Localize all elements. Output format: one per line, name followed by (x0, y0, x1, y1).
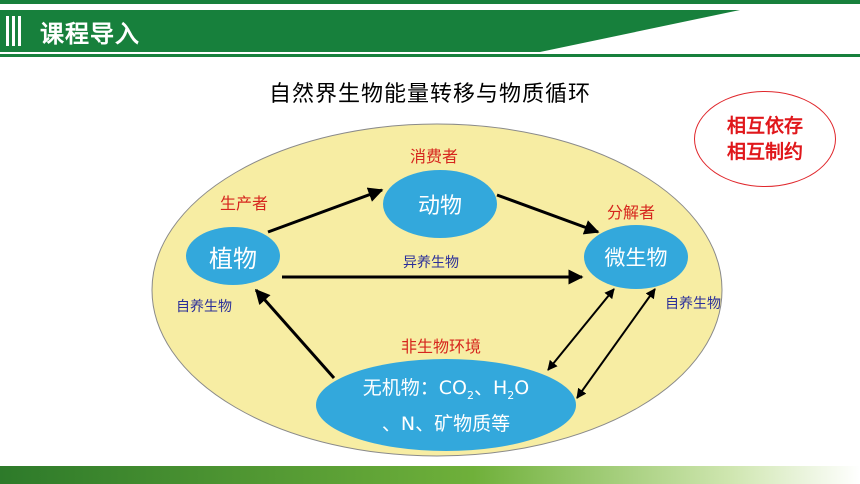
node-animal: 动物 (383, 170, 497, 238)
node-plant-label: 植物 (209, 244, 257, 273)
note-line2: 相互制约 (726, 141, 803, 163)
role-environment: 非生物环境 (401, 337, 482, 356)
edge-label-heterotroph: 异养生物 (403, 255, 459, 271)
diagram-title: 自然界生物能量转移与物质循环 (268, 82, 591, 107)
node-environment-line2: 、N、矿物质等 (381, 412, 511, 435)
header-title: 课程导入 (40, 20, 140, 48)
role-producer: 生产者 (220, 194, 269, 213)
node-microbe-shape (584, 225, 688, 289)
node-plant-shape (186, 227, 280, 285)
footer-bar (0, 466, 860, 484)
node-animal-label: 动物 (417, 194, 462, 219)
node-environment: 无机物：CO2、H2O 、N、矿物质等 (330, 372, 562, 440)
node-environment-line1: 无机物：CO2、H2O (362, 377, 530, 402)
header-bar: 课程导入 (0, 0, 860, 60)
node-environment-shape (316, 359, 576, 451)
arrow-animal-to-microbe (496, 193, 600, 235)
role-consumer: 消费者 (410, 147, 459, 166)
arrow-environment-to-plant (254, 288, 336, 379)
role-decomposer: 分解者 (607, 203, 656, 222)
note-circle: 相互依存 相互制约 (694, 91, 836, 187)
arrow-plant-to-animal (267, 187, 384, 234)
node-microbe-label: 微生物 (604, 246, 668, 270)
header-background (0, 0, 860, 57)
node-microbe: 微生物 (584, 225, 688, 289)
edge-label-autotroph-left: 自养生物 (176, 299, 232, 315)
node-plant: 植物 (186, 228, 280, 284)
node-animal-shape (383, 170, 497, 238)
note-line1: 相互依存 (726, 115, 803, 137)
edge-label-autotroph-right: 自养生物 (665, 296, 721, 312)
arrow-microbe-environment-right (576, 288, 656, 399)
